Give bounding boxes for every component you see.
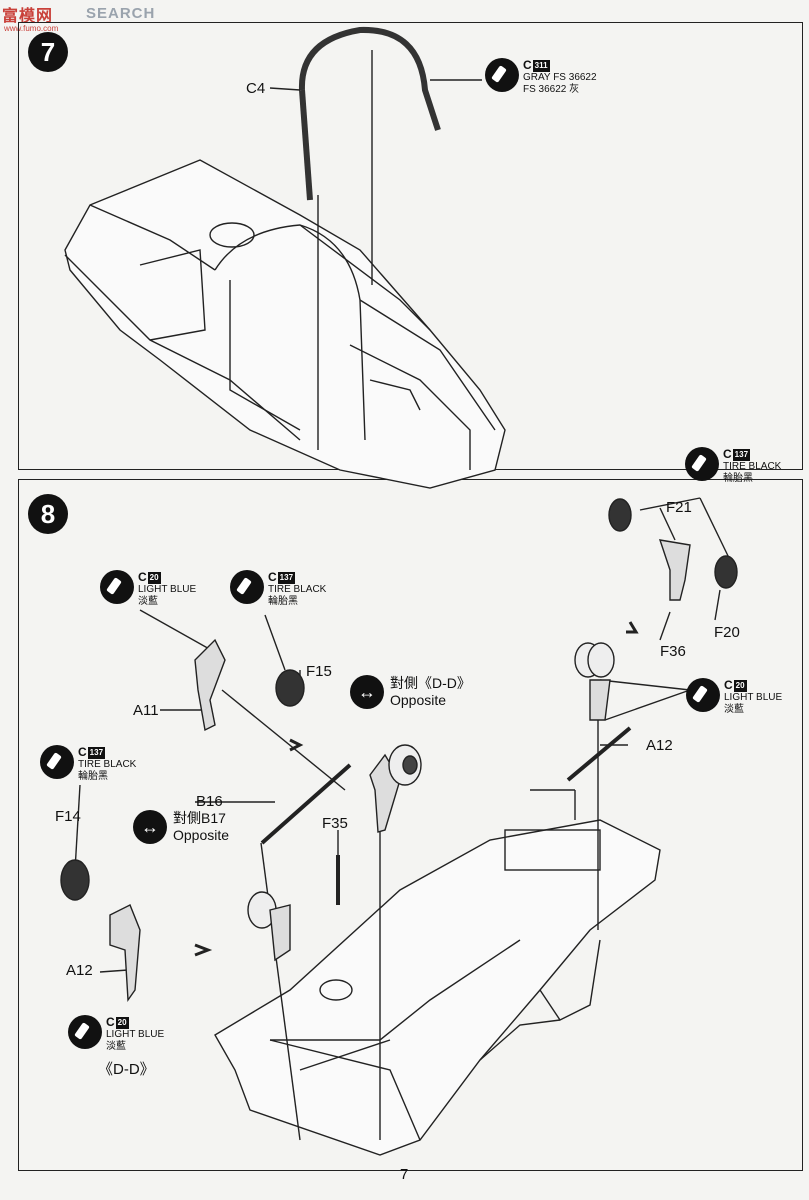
part-label-f21: F21 bbox=[666, 499, 692, 516]
step-7-number: 7 bbox=[28, 32, 68, 72]
brush-icon bbox=[100, 570, 134, 604]
view-label-dd: 《D-D》 bbox=[98, 1061, 155, 1078]
part-label-a12-right: A12 bbox=[646, 737, 673, 754]
part-label-b16: B16 bbox=[196, 793, 223, 810]
brush-icon bbox=[686, 678, 720, 712]
part-label-f14: F14 bbox=[55, 808, 81, 825]
gear-right bbox=[566, 642, 632, 782]
part-c4-frame bbox=[298, 26, 441, 131]
gear-left-rear bbox=[60, 859, 141, 1003]
fuselage-step8 bbox=[214, 819, 661, 1156]
gear-left-front bbox=[194, 638, 305, 732]
part-label-a11: A11 bbox=[133, 702, 159, 719]
gear-top-right bbox=[608, 498, 738, 601]
brush-icon bbox=[68, 1015, 102, 1049]
brush-icon bbox=[485, 58, 519, 92]
brush-icon bbox=[40, 745, 74, 779]
double-arrow-icon: ↔ bbox=[133, 810, 167, 844]
part-label-c4: C4 bbox=[246, 80, 266, 97]
gear-mid-fuselage bbox=[247, 891, 291, 962]
page-number: 7 bbox=[400, 1166, 409, 1183]
part-label-a12-left: A12 bbox=[66, 962, 93, 979]
brush-icon bbox=[230, 570, 264, 604]
watermark-search: SEARCH bbox=[86, 5, 156, 22]
gear-center bbox=[260, 744, 422, 845]
brush-icon bbox=[685, 447, 719, 481]
fuselage-step7 bbox=[64, 159, 506, 489]
step-8-number: 8 bbox=[28, 494, 68, 534]
opposite-dd-callout: ↔ 對側《D-D》Opposite bbox=[350, 675, 471, 709]
part-label-f36: F36 bbox=[660, 643, 686, 660]
double-arrow-icon: ↔ bbox=[350, 675, 384, 709]
part-label-f15: F15 bbox=[306, 663, 332, 680]
part-label-f35: F35 bbox=[322, 815, 348, 832]
watermark-logo: 富模网 bbox=[2, 8, 54, 25]
watermark-url: www.fumo.com bbox=[4, 24, 59, 33]
part-label-f20: F20 bbox=[714, 624, 740, 641]
